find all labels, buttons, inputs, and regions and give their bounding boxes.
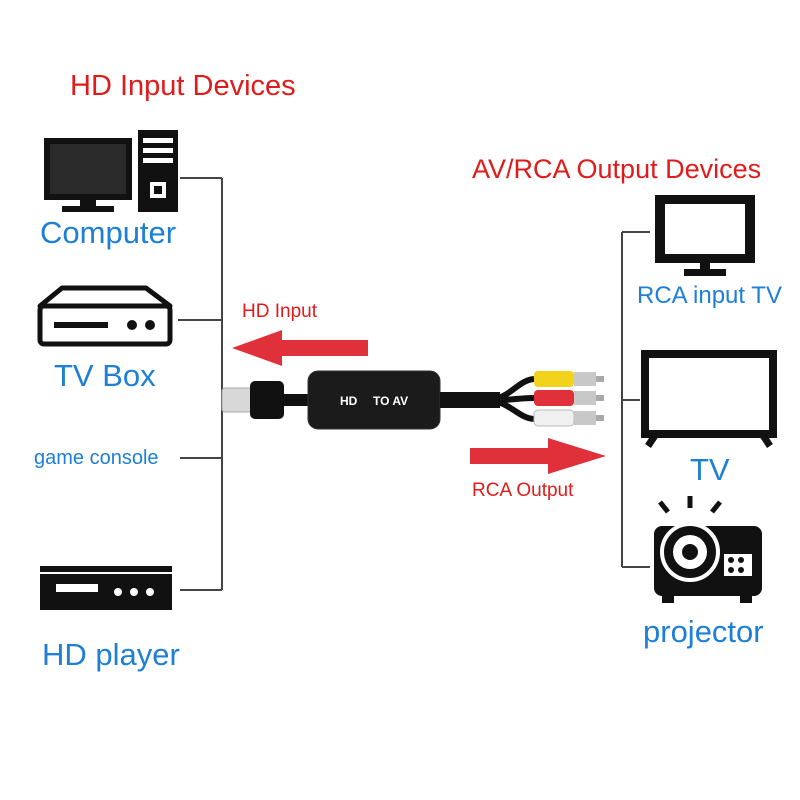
hd-input-label: HD Input xyxy=(242,301,317,322)
rca-plug-white xyxy=(533,409,604,427)
hdmi-plug xyxy=(221,381,310,419)
adapter-label-to-av: TO AV xyxy=(373,394,408,408)
device-label-hd-player: HD player xyxy=(42,637,180,672)
adapter-label-hd: HD xyxy=(340,394,358,408)
output-devices-title: AV/RCA Output Devices xyxy=(472,154,762,184)
device-label-projector: projector xyxy=(643,614,764,649)
computer-icon xyxy=(44,130,178,212)
input-devices-title: HD Input Devices xyxy=(70,70,296,102)
flat-tv-icon xyxy=(641,350,777,448)
rca-plug-red xyxy=(534,390,604,406)
device-label-tv-box: TV Box xyxy=(54,358,156,393)
hd-input-arrow xyxy=(232,330,368,366)
rca-plug-yellow xyxy=(534,371,604,387)
tv-stand-icon xyxy=(655,195,755,276)
hd-player-icon xyxy=(40,566,172,610)
tv-box-icon xyxy=(37,285,173,347)
rca-output-label: RCA Output xyxy=(472,480,574,501)
output-bracket xyxy=(621,231,650,568)
input-bracket xyxy=(178,177,223,591)
device-label-tv: TV xyxy=(690,452,730,487)
device-label-rca-input-tv: RCA input TV xyxy=(637,282,782,309)
rca-cable xyxy=(440,376,535,422)
projector-icon xyxy=(654,496,762,603)
device-label-computer: Computer xyxy=(40,215,177,250)
rca-output-arrow xyxy=(470,438,606,474)
device-label-game-console: game console xyxy=(34,447,159,469)
